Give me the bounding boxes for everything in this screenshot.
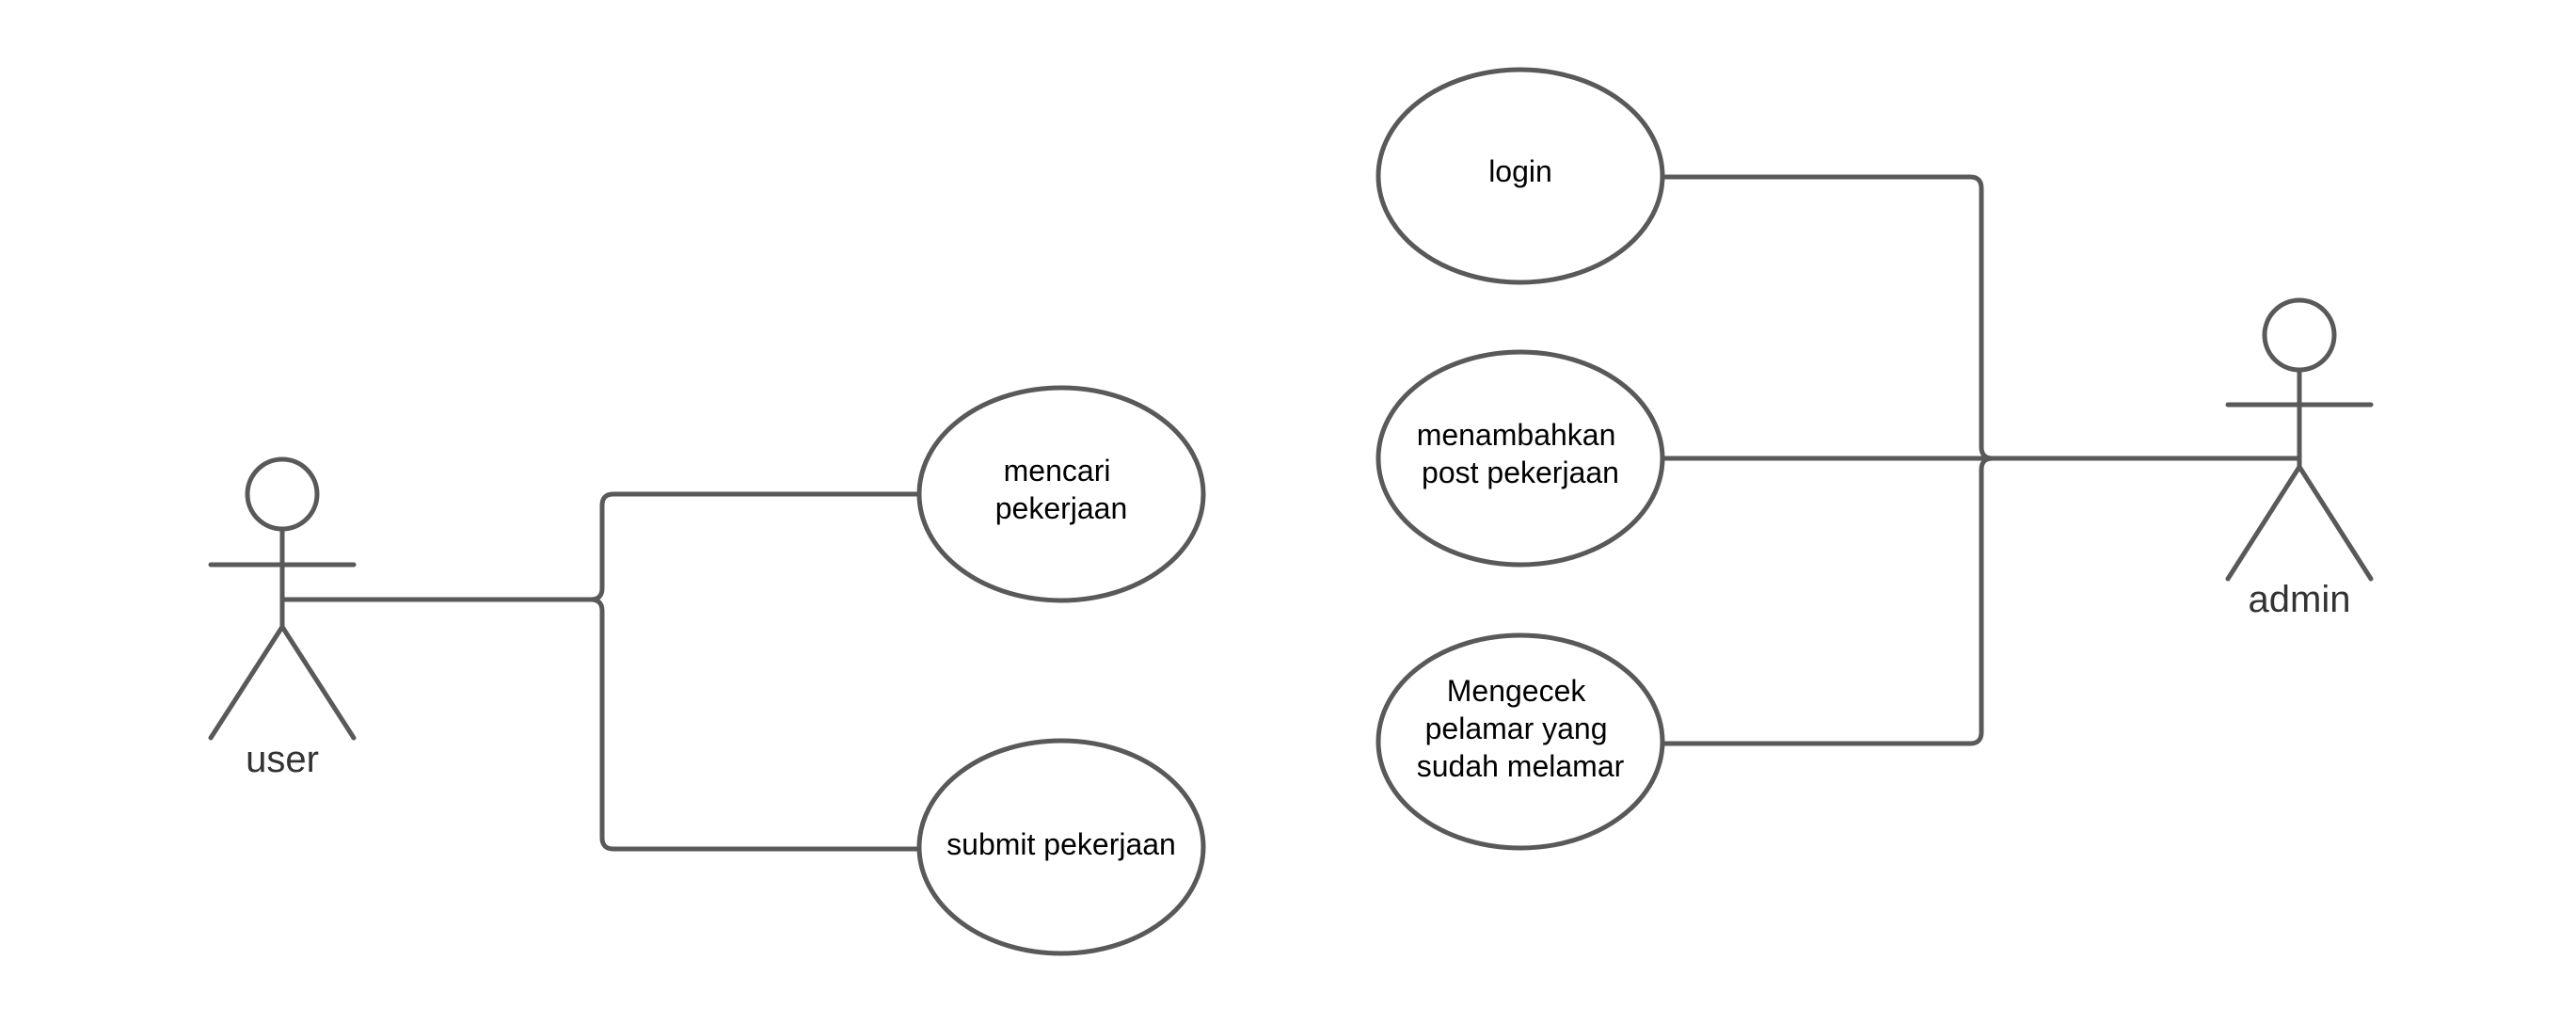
admin-head bbox=[2262, 297, 2337, 373]
actor-user-label: user bbox=[246, 739, 319, 780]
usecase-mengecek-line-1: Mengecek bbox=[1447, 674, 1587, 708]
usecase-submit-line-1: submit pekerjaan bbox=[946, 827, 1176, 861]
admin-connectors bbox=[1661, 174, 2302, 746]
usecase-mencari-ellipse bbox=[916, 385, 1206, 603]
actor-user: user bbox=[208, 456, 357, 780]
usecase-mengecek-ellipse bbox=[1375, 632, 1665, 851]
admin-left-leg bbox=[2225, 464, 2302, 582]
user-left-leg bbox=[208, 624, 285, 741]
user-connectors bbox=[279, 491, 923, 852]
usecase-menambahkan-label: menambahkan post pekerjaan bbox=[1417, 418, 1625, 489]
usecase-login: login bbox=[1375, 67, 1665, 285]
usecase-menambahkan-line-2: post pekerjaan bbox=[1422, 456, 1619, 489]
admin-right-leg bbox=[2297, 464, 2374, 582]
user-head bbox=[245, 456, 320, 532]
connector-user-mencari bbox=[588, 491, 923, 602]
actor-admin-label: admin bbox=[2249, 579, 2351, 620]
usecase-mengecek-line-3: sudah melamar bbox=[1417, 749, 1625, 783]
usecase-submit-pekerjaan: submit pekerjaan bbox=[916, 738, 1206, 956]
usecase-mengecek-label: Mengecek pelamar yang sudah melamar bbox=[1417, 674, 1625, 783]
usecase-login-label: login bbox=[1488, 154, 1552, 188]
usecase-submit-label: submit pekerjaan bbox=[946, 827, 1176, 861]
usecase-menambahkan-post-pekerjaan: menambahkan post pekerjaan bbox=[1375, 349, 1665, 568]
usecase-menambahkan-line-1: menambahkan bbox=[1417, 418, 1616, 452]
usecase-mencari-line-1: mencari bbox=[1004, 454, 1111, 488]
connector-admin-login bbox=[1661, 174, 1996, 461]
usecase-mengecek-pelamar: Mengecek pelamar yang sudah melamar bbox=[1375, 632, 1665, 851]
usecase-menambahkan-ellipse bbox=[1375, 349, 1665, 568]
usecase-login-line-1: login bbox=[1488, 154, 1552, 188]
actor-admin: admin bbox=[2225, 297, 2374, 620]
connector-user-submit bbox=[588, 597, 923, 852]
usecase-mencari-label: mencari pekerjaan bbox=[995, 454, 1128, 525]
usecase-login-ellipse bbox=[1375, 67, 1665, 285]
connector-admin-mengecek bbox=[1661, 456, 1996, 746]
usecase-submit-ellipse bbox=[916, 738, 1206, 956]
usecase-mengecek-line-2: pelamar yang bbox=[1425, 712, 1608, 745]
usecase-mencari-pekerjaan: mencari pekerjaan bbox=[916, 385, 1206, 603]
usecase-mencari-line-2: pekerjaan bbox=[995, 491, 1128, 525]
user-right-leg bbox=[279, 624, 357, 741]
